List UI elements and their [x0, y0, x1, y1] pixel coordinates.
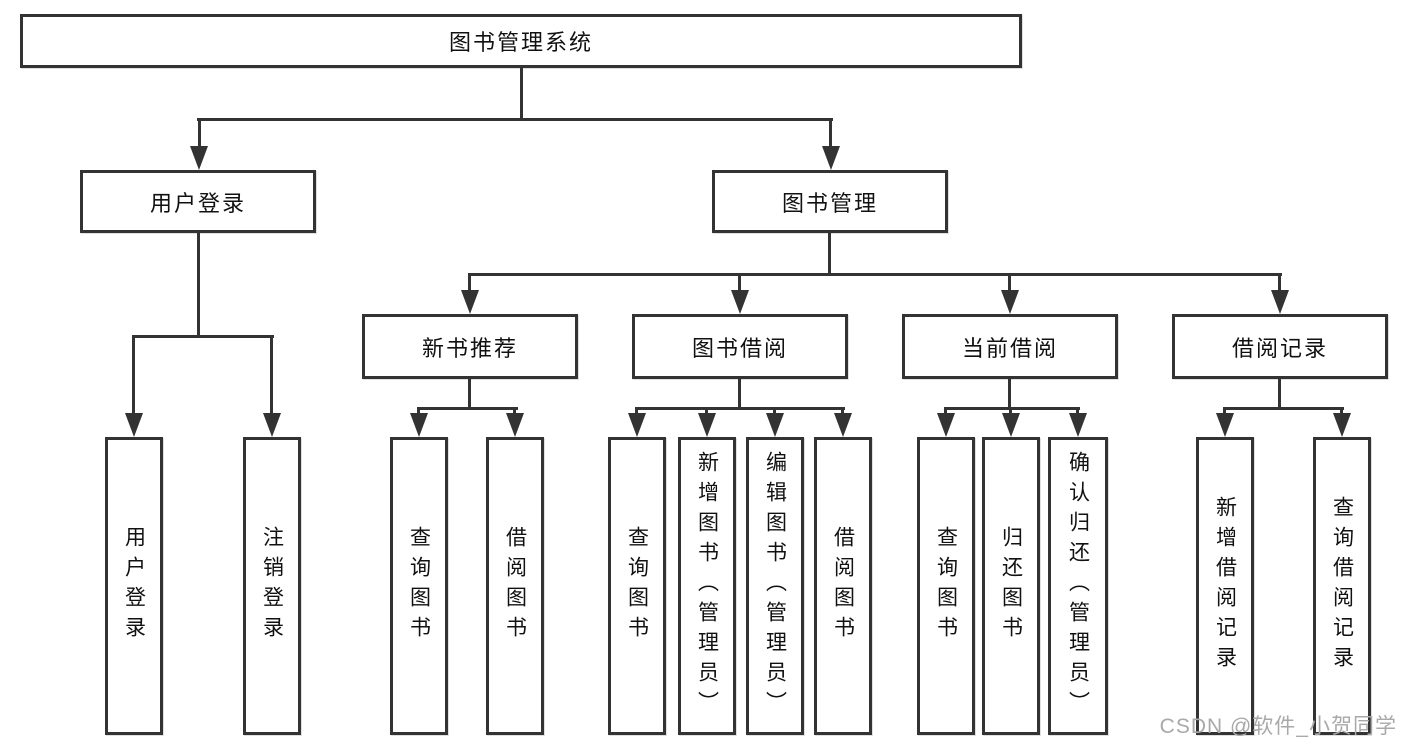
connector-line — [1223, 407, 1226, 417]
connector-line — [197, 118, 833, 121]
node-leaf-bb-query-books-label: 查询图书 — [625, 526, 649, 646]
node-leaf-br-query-record-label: 查询借阅记录 — [1330, 496, 1354, 676]
arrow-down-icon — [628, 413, 646, 437]
connector-line — [1223, 407, 1344, 410]
node-leaf-nb-borrow-books: 借阅图书 — [486, 437, 544, 735]
node-leaf-user-login-label: 用户登录 — [122, 526, 146, 646]
connector-line — [417, 407, 518, 410]
connector-line — [738, 273, 741, 294]
connector-line — [773, 407, 776, 417]
connector-line — [132, 335, 135, 417]
node-book-borrow: 图书借阅 — [632, 314, 848, 379]
node-leaf-br-add-record-label: 新增借阅记录 — [1213, 496, 1237, 676]
node-leaf-bb-query-books: 查询图书 — [608, 437, 666, 735]
node-leaf-cb-query-books: 查询图书 — [917, 437, 975, 735]
connector-line — [520, 68, 523, 121]
arrow-down-icon — [410, 413, 428, 437]
connector-line — [828, 233, 831, 276]
arrow-down-icon — [1001, 290, 1019, 314]
connector-line — [1278, 379, 1281, 410]
node-leaf-cb-return-books: 归还图书 — [982, 437, 1040, 735]
csdn-watermark: CSDN @软件_小贺同学 — [1159, 715, 1397, 738]
node-new-book-rec: 新书推荐 — [362, 314, 578, 379]
node-leaf-br-add-record: 新增借阅记录 — [1196, 437, 1254, 735]
node-leaf-cb-confirm-return: 确认归还（管理员） — [1048, 437, 1108, 735]
arrow-down-icon — [834, 413, 852, 437]
node-leaf-bb-borrow-books-label: 借阅图书 — [831, 526, 855, 646]
node-book-mgmt: 图书管理 — [712, 170, 948, 233]
connector-line — [841, 407, 844, 417]
node-leaf-cb-confirm-return-label: 确认归还（管理员） — [1066, 451, 1090, 721]
connector-line — [944, 407, 1080, 410]
connector-line — [1340, 407, 1343, 417]
arrow-down-icon — [698, 413, 716, 437]
arrow-down-icon — [822, 146, 840, 170]
connector-line — [635, 407, 845, 410]
node-leaf-logout: 注销登录 — [243, 437, 301, 735]
connector-line — [944, 407, 947, 417]
node-leaf-nb-borrow-books-label: 借阅图书 — [503, 526, 527, 646]
connector-line — [468, 379, 471, 410]
connector-line — [1008, 379, 1011, 410]
node-leaf-nb-query-books-label: 查询图书 — [407, 526, 431, 646]
arrow-down-icon — [125, 413, 143, 437]
arrow-down-icon — [190, 146, 208, 170]
node-user-login: 用户登录 — [80, 170, 316, 233]
arrow-down-icon — [506, 413, 524, 437]
connector-line — [1008, 273, 1011, 294]
arrow-down-icon — [1069, 413, 1087, 437]
node-leaf-br-query-record: 查询借阅记录 — [1313, 437, 1371, 735]
connector-line — [1278, 273, 1281, 294]
connector-line — [705, 407, 708, 417]
node-current-borrow: 当前借阅 — [902, 314, 1118, 379]
node-borrow-records-label: 借阅记录 — [1231, 335, 1328, 361]
node-new-book-rec-label: 新书推荐 — [421, 335, 518, 361]
arrow-down-icon — [1002, 413, 1020, 437]
connector-line — [417, 407, 420, 417]
connector-line — [738, 379, 741, 410]
node-leaf-bb-add-books-label: 新增图书（管理员） — [695, 451, 719, 721]
node-user-login-label: 用户登录 — [149, 190, 246, 216]
connector-line — [468, 273, 1282, 276]
connector-line — [132, 335, 274, 338]
connector-line — [198, 118, 201, 150]
node-current-borrow-label: 当前借阅 — [961, 335, 1058, 361]
node-leaf-bb-edit-books: 编辑图书（管理员） — [746, 437, 804, 735]
node-leaf-user-login: 用户登录 — [105, 437, 163, 735]
arrow-down-icon — [461, 290, 479, 314]
arrow-down-icon — [1216, 413, 1234, 437]
connector-line — [1009, 407, 1012, 417]
node-leaf-logout-label: 注销登录 — [260, 526, 284, 646]
node-root-label: 图书管理系统 — [448, 30, 593, 55]
connector-line — [635, 407, 638, 417]
arrow-down-icon — [937, 413, 955, 437]
arrow-down-icon — [1271, 290, 1289, 314]
node-leaf-cb-return-books-label: 归还图书 — [999, 526, 1023, 646]
arrow-down-icon — [766, 413, 784, 437]
node-book-mgmt-label: 图书管理 — [781, 190, 878, 216]
arrow-down-icon — [1333, 413, 1351, 437]
connector-line — [513, 407, 516, 417]
connector-line — [829, 118, 832, 150]
arrow-down-icon — [731, 290, 749, 314]
node-leaf-cb-query-books-label: 查询图书 — [934, 526, 958, 646]
node-leaf-bb-add-books: 新增图书（管理员） — [678, 437, 736, 735]
arrow-down-icon — [263, 413, 281, 437]
node-leaf-bb-edit-books-label: 编辑图书（管理员） — [763, 451, 787, 721]
connector-line — [468, 273, 471, 294]
node-leaf-bb-borrow-books: 借阅图书 — [814, 437, 872, 735]
connector-line — [197, 233, 200, 338]
connector-line — [270, 335, 273, 417]
node-borrow-records: 借阅记录 — [1172, 314, 1388, 379]
node-leaf-nb-query-books: 查询图书 — [390, 437, 448, 735]
node-book-borrow-label: 图书借阅 — [691, 335, 788, 361]
node-root: 图书管理系统 — [20, 14, 1022, 68]
connector-line — [1076, 407, 1079, 417]
